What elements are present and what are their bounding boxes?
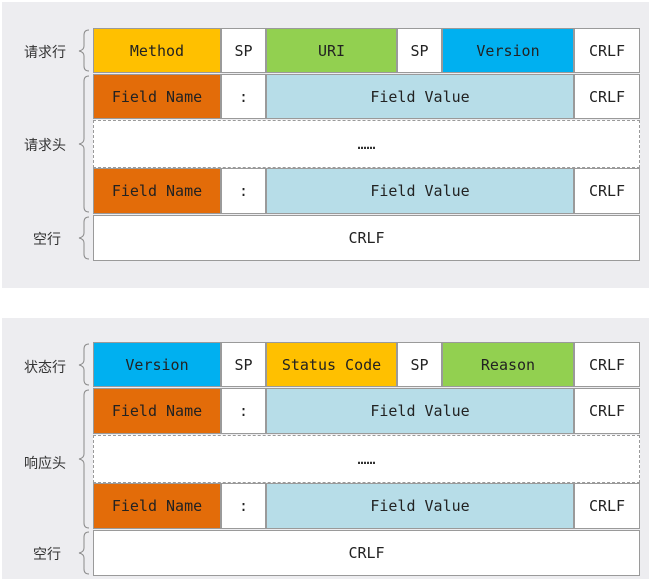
ellipsis-row: ……	[93, 435, 640, 483]
field-value-cell: Field Value	[266, 74, 574, 119]
sp-cell-2: SP	[397, 342, 442, 387]
colon-cell: :	[221, 388, 266, 434]
crlf-cell: CRLF	[574, 483, 640, 529]
sp-cell-2: SP	[397, 28, 442, 73]
colon-cell: :	[221, 168, 266, 214]
empty-line-cell: CRLF	[93, 215, 640, 261]
version-cell: Version	[442, 28, 574, 73]
request-empty-label: 空行	[33, 232, 61, 248]
sp-cell-1: SP	[221, 342, 266, 387]
version-cell: Version	[93, 342, 221, 387]
uri-cell: URI	[266, 28, 397, 73]
field-name-cell: Field Name	[93, 74, 221, 119]
status-line-label: 状态行	[24, 360, 66, 376]
request-headers-label: 请求头	[24, 138, 66, 154]
field-name-cell: Field Name	[93, 483, 221, 529]
colon-cell: :	[221, 74, 266, 119]
empty-line-cell: CRLF	[93, 530, 640, 576]
crlf-cell: CRLF	[574, 168, 640, 214]
crlf-cell: CRLF	[574, 342, 640, 387]
request-line-label: 请求行	[24, 45, 66, 61]
reason-cell: Reason	[442, 342, 574, 387]
response-empty-label: 空行	[33, 547, 61, 563]
field-value-cell: Field Value	[266, 168, 574, 214]
field-value-cell: Field Value	[266, 483, 574, 529]
field-name-cell: Field Name	[93, 388, 221, 434]
ellipsis-row: ……	[93, 120, 640, 168]
field-value-cell: Field Value	[266, 388, 574, 434]
colon-cell: :	[221, 483, 266, 529]
crlf-cell: CRLF	[574, 74, 640, 119]
status-code-cell: Status Code	[266, 342, 397, 387]
sp-cell-1: SP	[221, 28, 266, 73]
response-headers-label: 响应头	[24, 456, 66, 472]
method-cell: Method	[93, 28, 221, 73]
crlf-cell: CRLF	[574, 388, 640, 434]
field-name-cell: Field Name	[93, 168, 221, 214]
crlf-cell: CRLF	[574, 28, 640, 73]
